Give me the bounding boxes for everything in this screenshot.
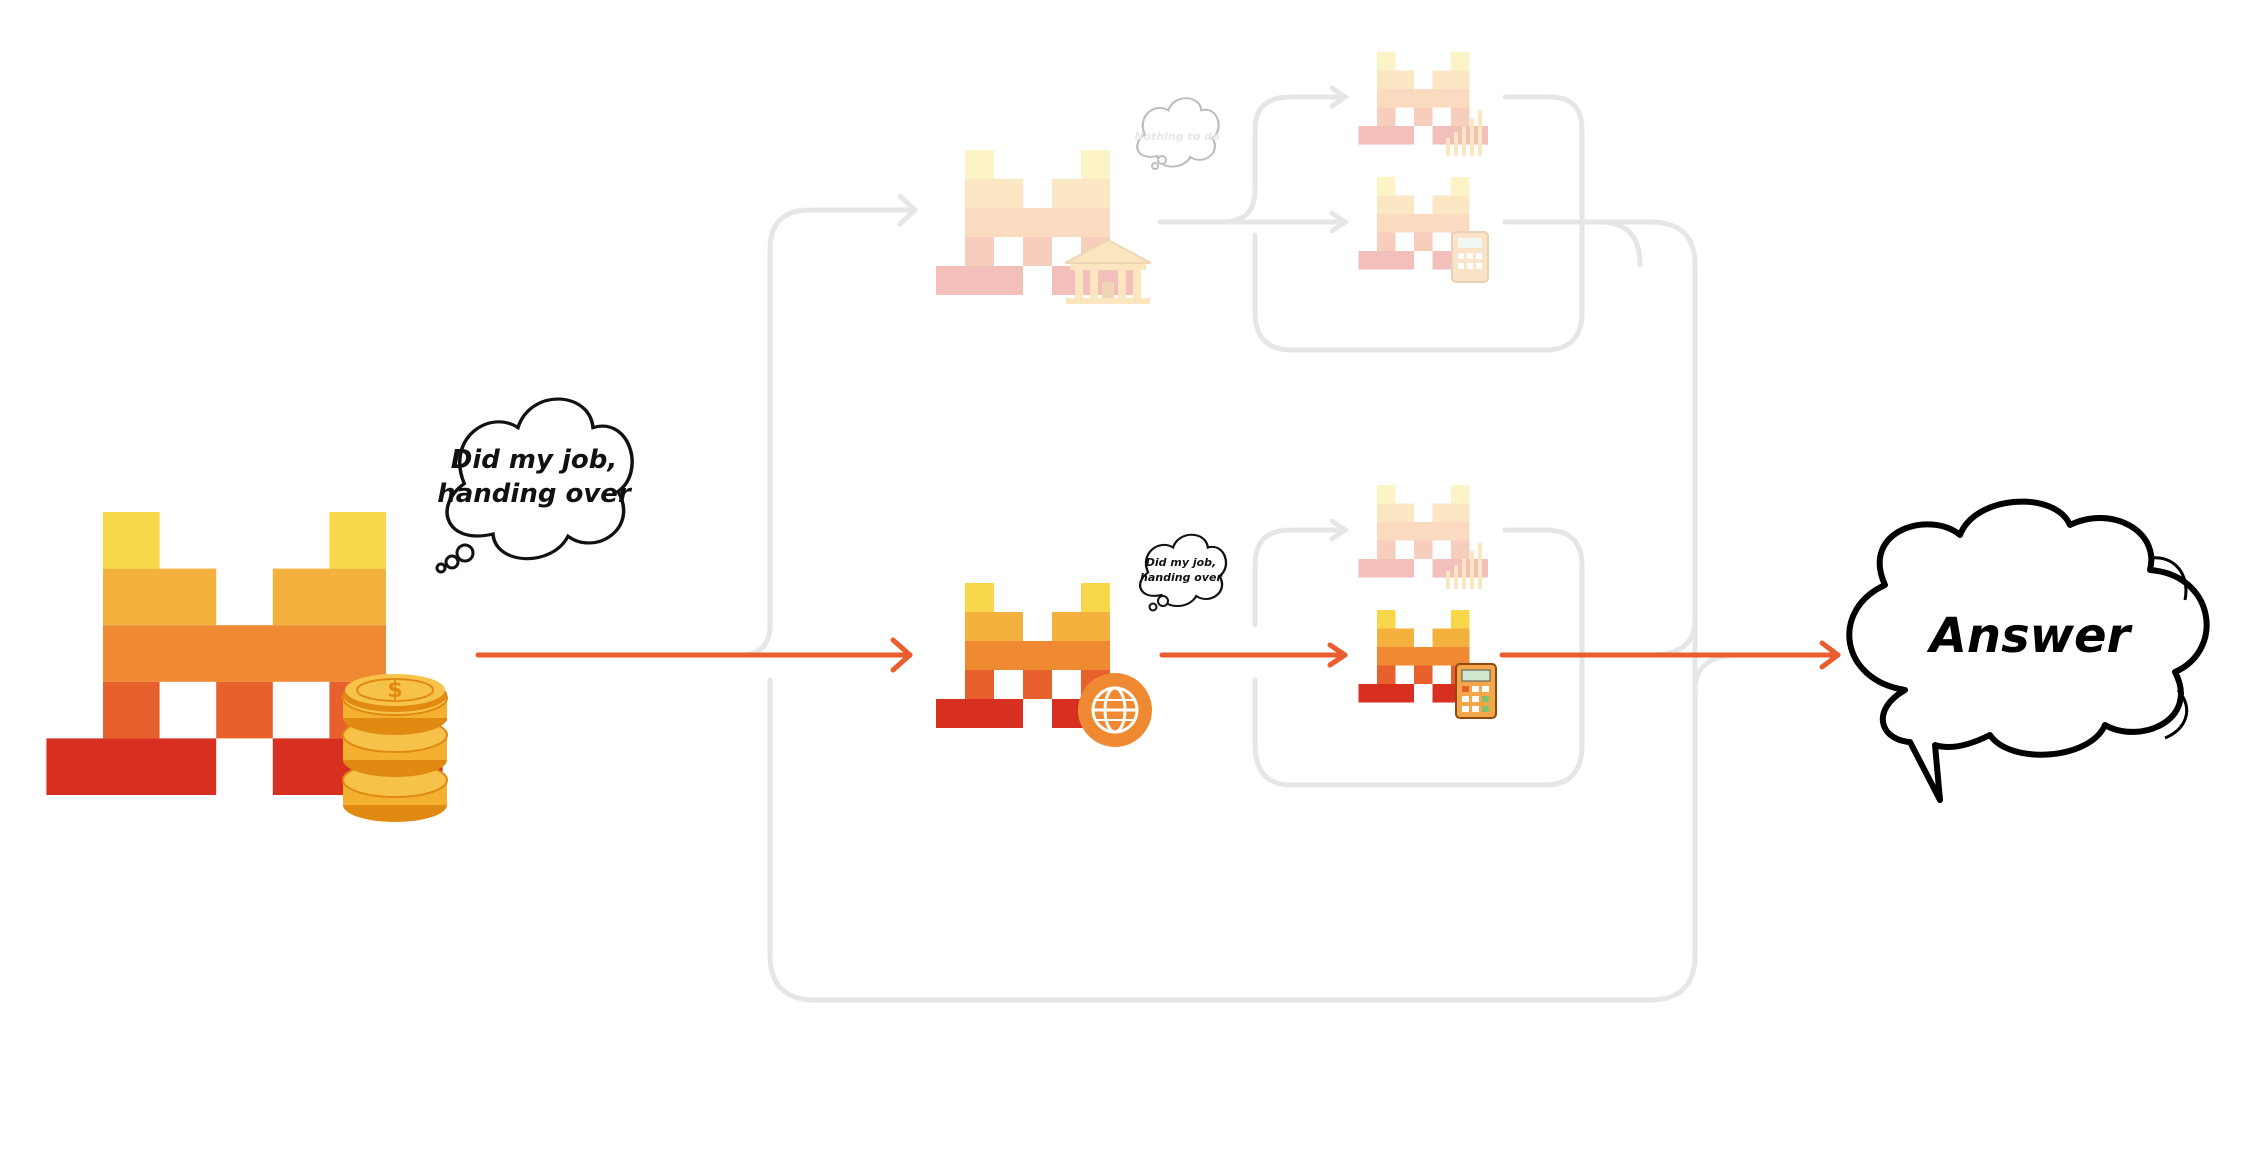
bank-agent-logo: [936, 150, 1139, 295]
active-flow-arrows: [475, 637, 1841, 673]
web-agent-thought-line-1: Did my job,: [1146, 556, 1216, 569]
answer-speech-bubble: Answer: [1846, 498, 2210, 803]
main-agent-thought-bubble: Did my job, handing over: [437, 399, 633, 572]
bank-agent: [936, 150, 1152, 304]
sub-agent-chart-top: [1358, 52, 1488, 156]
bar-chart-icon: [1446, 110, 1482, 156]
main-agent-thought-line-1: Did my job,: [451, 445, 618, 475]
bank-agent-thought-bubble: Nothing to do: [1134, 98, 1220, 169]
coins-icon: $: [342, 674, 448, 822]
svg-text:$: $: [387, 678, 402, 703]
main-agent-thought-line-2: handing over: [437, 479, 633, 509]
globe-icon: [1078, 673, 1152, 747]
bank-icon: [1064, 238, 1152, 304]
bar-chart-icon: [1446, 543, 1482, 589]
web-agent-thought-bubble: Did my job, handing over: [1140, 535, 1226, 611]
answer-label: Answer: [1926, 608, 2134, 664]
inactive-flow-lines: [697, 85, 1803, 1003]
calculator-icon: [1455, 663, 1497, 719]
sub-agent-calculator-bottom: [1358, 610, 1497, 719]
calculator-icon: [1451, 231, 1489, 283]
bank-agent-thought-text: Nothing to do: [1134, 130, 1220, 143]
web-agent-thought-line-2: handing over: [1140, 571, 1222, 584]
web-agent: [936, 583, 1152, 747]
main-agent: $ Did my job, handing over: [46, 399, 633, 822]
sub-agent-calculator-top: [1358, 177, 1489, 283]
sub-agent-chart-bottom: [1358, 485, 1488, 589]
